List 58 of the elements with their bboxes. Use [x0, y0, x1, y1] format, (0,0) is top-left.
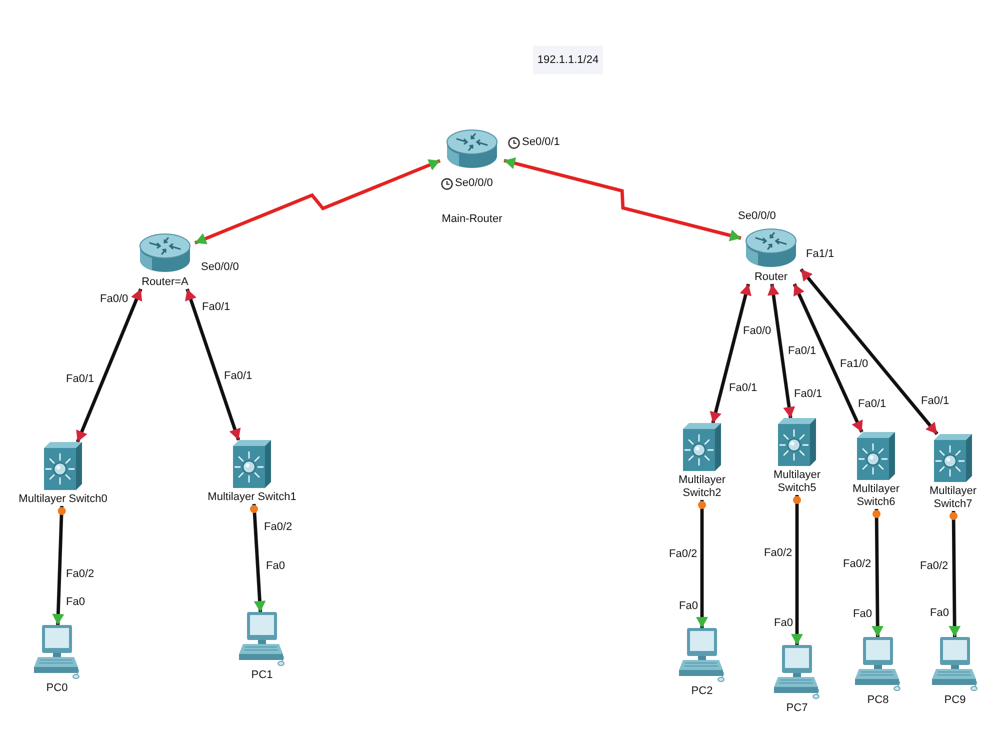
device-name: Router [754, 271, 788, 284]
device-name: Multilayer Switch5 [772, 469, 822, 495]
port-label: Fa0/0 [100, 293, 128, 306]
device-name: PC2 [691, 685, 713, 698]
cable-link [791, 495, 803, 645]
device-name: PC9 [944, 694, 966, 707]
cable-link [872, 508, 884, 638]
cable-link [767, 284, 796, 418]
port-label: Se0/0/0 [738, 210, 776, 223]
port-label: Fa0 [853, 608, 872, 621]
port-label: Fa0/1 [788, 345, 816, 358]
device-name: PC8 [867, 694, 889, 707]
port-label: Fa0/1 [224, 370, 252, 383]
device-name: PC1 [251, 669, 273, 682]
device-name: Multilayer Switch1 [208, 491, 296, 504]
cable-link [76, 288, 142, 443]
port-label: Fa0/1 [729, 382, 758, 395]
device-name: Router=A [142, 276, 188, 289]
port-label: Fa0 [66, 596, 85, 609]
device-name: Main-Router [442, 213, 502, 226]
port-label: Fa0/1 [794, 388, 822, 401]
cable-link [250, 504, 266, 612]
cable-link [710, 284, 752, 424]
port-label: Fa0/2 [264, 521, 292, 534]
device-name: PC0 [46, 682, 68, 695]
cable-link [696, 500, 708, 628]
device-name: Multilayer Switch2 [677, 474, 727, 500]
device-name: Multilayer Switch0 [18, 493, 108, 506]
port-label: Fa0/2 [843, 558, 872, 571]
cable-link [792, 283, 864, 433]
cable-link [800, 268, 938, 436]
port-label: Fa0 [679, 600, 698, 613]
port-label: Fa0 [774, 617, 793, 630]
port-label: Fa0/2 [669, 548, 698, 561]
cable-link [185, 288, 241, 441]
cable-link [52, 506, 66, 626]
device-name: Multilayer Switch6 [851, 483, 901, 509]
port-label: Fa0 [266, 560, 285, 573]
port-label: Fa1/0 [840, 358, 868, 371]
port-label: Fa0/1 [921, 395, 950, 408]
port-label: Fa0/2 [66, 568, 94, 581]
port-label: Fa0/2 [920, 560, 948, 573]
port-label: Se0/0/0 [201, 261, 239, 274]
port-label: Se0/0/0 [455, 177, 493, 190]
serial-link [194, 159, 441, 244]
serial-link [504, 157, 742, 242]
cable-link [948, 510, 961, 638]
device-name: PC7 [786, 702, 808, 715]
port-label: Fa0/1 [202, 301, 230, 314]
port-label: Fa0/1 [858, 398, 886, 411]
port-label: Fa0 [930, 607, 949, 620]
port-label: Fa1/1 [806, 248, 834, 261]
port-label: Fa0/2 [764, 547, 792, 560]
note-text: 192.1.1.1/24 [537, 54, 599, 66]
port-label: Se0/0/1 [522, 136, 560, 149]
port-label: Fa0/1 [66, 373, 94, 386]
device-name: Multilayer Switch7 [928, 485, 978, 511]
port-label: Fa0/0 [743, 325, 772, 338]
